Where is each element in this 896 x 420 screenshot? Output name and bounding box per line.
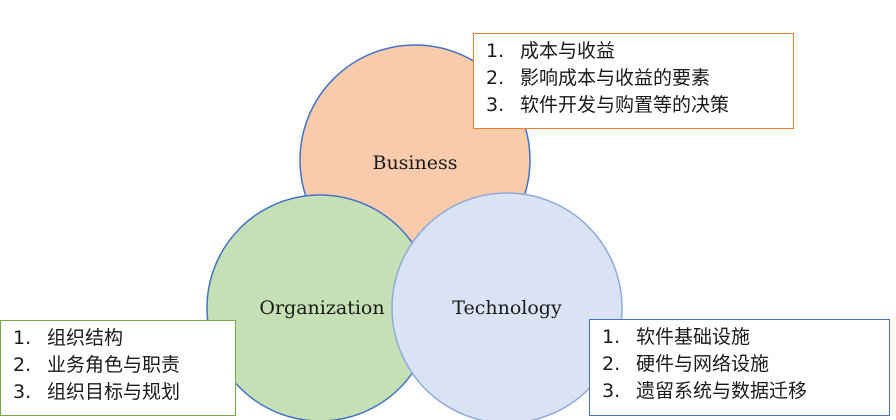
item-text: 遗留系统与数据迁移	[636, 380, 808, 402]
organization-item: 1. 组织结构	[13, 325, 225, 352]
item-number: 2.	[486, 67, 505, 89]
organization-label: Organization	[259, 297, 384, 319]
item-number: 1.	[13, 327, 32, 349]
item-number: 3.	[13, 381, 32, 403]
technology-item: 2. 硬件与网络设施	[602, 351, 879, 378]
item-number: 3.	[486, 94, 505, 116]
technology-item: 1. 软件基础设施	[602, 324, 879, 351]
business-items-box: 1. 成本与收益 2. 影响成本与收益的要素 3. 软件开发与购置等的决策	[473, 33, 794, 129]
item-text: 组织目标与规划	[47, 381, 181, 403]
technology-item: 3. 遗留系统与数据迁移	[602, 378, 879, 405]
item-text: 组织结构	[47, 327, 124, 349]
organization-item: 3. 组织目标与规划	[13, 379, 225, 406]
item-text: 软件开发与购置等的决策	[520, 94, 730, 116]
technology-label: Technology	[452, 297, 562, 319]
item-number: 1.	[602, 326, 621, 348]
organization-item: 2. 业务角色与职责	[13, 352, 225, 379]
item-number: 1.	[486, 40, 505, 62]
item-number: 2.	[13, 354, 32, 376]
item-number: 2.	[602, 353, 621, 375]
item-text: 成本与收益	[520, 40, 616, 62]
business-label: Business	[372, 152, 457, 174]
technology-items-box: 1. 软件基础设施 2. 硬件与网络设施 3. 遗留系统与数据迁移	[589, 319, 890, 416]
business-item: 2. 影响成本与收益的要素	[486, 65, 783, 92]
business-item: 1. 成本与收益	[486, 38, 783, 65]
item-text: 业务角色与职责	[47, 354, 181, 376]
business-item: 3. 软件开发与购置等的决策	[486, 92, 783, 119]
item-text: 硬件与网络设施	[636, 353, 770, 375]
item-text: 影响成本与收益的要素	[520, 67, 711, 89]
item-text: 软件基础设施	[636, 326, 751, 348]
item-number: 3.	[602, 380, 621, 402]
organization-items-box: 1. 组织结构 2. 业务角色与职责 3. 组织目标与规划	[0, 320, 236, 416]
technology-circle	[391, 192, 623, 420]
